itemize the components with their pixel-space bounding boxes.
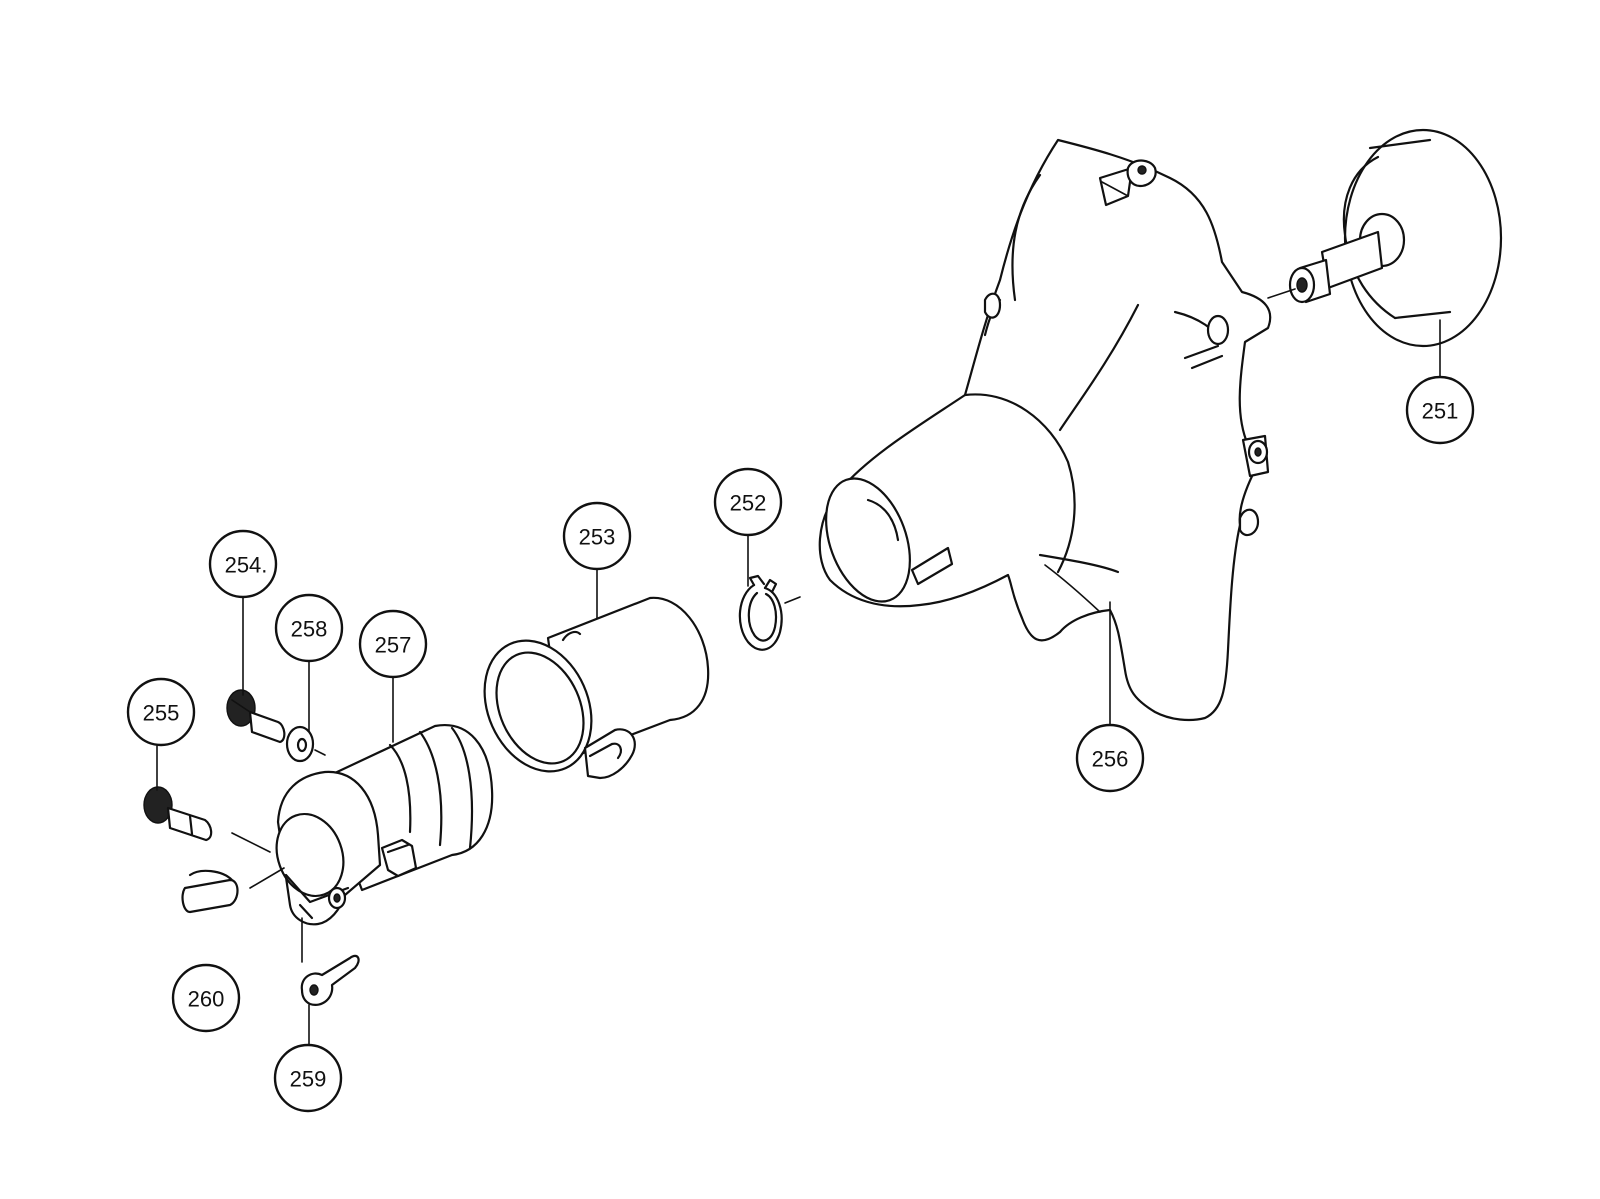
part-259-lever xyxy=(300,954,360,1006)
part-256-gear-housing xyxy=(818,138,1272,722)
callout-label: 253 xyxy=(579,525,616,550)
leader-lines xyxy=(156,319,1441,1047)
callout-256: 256 xyxy=(1075,723,1145,793)
part-253-sleeve xyxy=(483,596,710,780)
callout-253: 253 xyxy=(562,501,632,571)
part-260-wedge xyxy=(181,869,239,914)
callout-label: 256 xyxy=(1092,747,1129,772)
part-251-clutch-drum xyxy=(1267,128,1503,348)
callout-label: 257 xyxy=(375,633,412,658)
callout-label: 259 xyxy=(290,1067,327,1092)
callout-257: 257 xyxy=(358,609,428,679)
callout-259: 259 xyxy=(273,1043,343,1113)
callout-251: 251 xyxy=(1405,375,1475,445)
callout-label: 252 xyxy=(730,491,767,516)
callout-label: 254. xyxy=(225,553,268,578)
callout-255: 255 xyxy=(126,677,196,747)
callout-label: 251 xyxy=(1422,399,1459,424)
callout-260: 260 xyxy=(171,963,241,1033)
part-254-screw xyxy=(226,689,286,744)
callout-label: 255 xyxy=(143,701,180,726)
part-255-knob-screw xyxy=(143,786,213,842)
part-257-clamp-housing xyxy=(231,724,494,926)
callout-254: 254. xyxy=(208,529,278,599)
part-258-washer xyxy=(285,725,326,763)
callout-252: 252 xyxy=(713,467,783,537)
callout-label: 260 xyxy=(188,987,225,1012)
callout-258: 258 xyxy=(274,593,344,663)
callout-label: 258 xyxy=(291,617,328,642)
part-252-circlip xyxy=(738,574,801,651)
